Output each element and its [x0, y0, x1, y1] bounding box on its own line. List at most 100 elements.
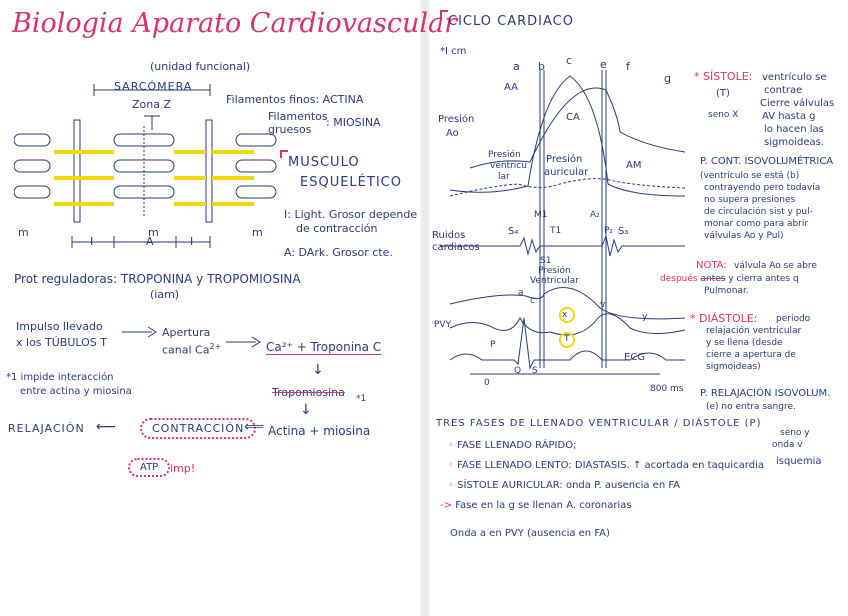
letter-b: b [538, 60, 545, 73]
fase-1: ◦ FASE LLENADO RÁPIDO; [448, 440, 577, 451]
diastole-3: y se llena (desde [706, 338, 783, 348]
ecg-label: ECG [624, 352, 646, 363]
arrow-right-icon [122, 326, 157, 338]
right-title: CICLO CARDIACO [448, 14, 574, 29]
pcont-2: contrayendo pero todavía [704, 183, 821, 193]
sistole-1: ventrículo se [762, 72, 827, 83]
s4-label: S₄ [508, 226, 519, 237]
page-fold [420, 0, 430, 616]
fase-4: -> Fase en la g se llenan A. coronarias [440, 500, 632, 511]
am-label: AM [626, 160, 642, 171]
t-highlight [559, 332, 575, 348]
presion-aur-2: auricular [544, 167, 589, 178]
thick-filament-label-1: Filamentos [268, 110, 328, 123]
axis-zero: 0 [484, 378, 490, 388]
imp-note: imp! [170, 462, 196, 475]
m-label-right: m [252, 226, 263, 239]
atrial-pressure-curve [449, 178, 686, 197]
dark-band-note: A: DArk. Grosor cte. [284, 246, 393, 259]
prelax-heading: P. RELAJACIÓN ISOVOLUM. [700, 388, 831, 399]
ecg-trace [449, 317, 685, 370]
thin-filament-label: Filamentos finos: ACTINA [226, 93, 364, 106]
fase-2: ◦ FASE LLENADO LENTO: DIASTASIS. ↑ acort… [448, 460, 764, 471]
light-band-note-1: I: Light. Grosor depende [284, 208, 418, 221]
impulse-1: Impulso llevado [16, 320, 103, 333]
x-highlight [559, 307, 575, 323]
nota-1: válvula Ao se abre [734, 261, 817, 271]
letter-e: e [600, 58, 607, 71]
presion-aur-1: Presión [546, 154, 583, 165]
letter-c: c [566, 54, 573, 67]
x-wave-label: x [562, 310, 568, 320]
ventricular-pressure-curve [449, 75, 686, 197]
fase-3: ◦ SÍSTOLE AURICULAR: onda P. ausencia en… [448, 480, 681, 491]
arrow-down-icon: ↓ [300, 402, 312, 418]
muscle-bracket [280, 150, 288, 158]
atp-badge: ATP [128, 458, 171, 477]
presion-vent-3: lar [498, 172, 510, 182]
sarcomere-diagram [14, 84, 277, 248]
letter-g: g [664, 72, 671, 85]
a-band-label: A [146, 235, 154, 248]
star-note: *1 [356, 394, 367, 404]
sistole-2: contrae [764, 85, 803, 96]
seno-y-1: seno y [780, 428, 810, 438]
sistole-4: AV hasta g [762, 111, 816, 122]
sarcomere-unit-note: (unidad funcional) [150, 60, 251, 73]
sistole-heading: * SÍSTOLE: [694, 70, 753, 83]
pcont-heading: P. CONT. ISOVOLUMÉTRICA [700, 156, 834, 167]
thick-filament-label-3: : MIOSINA [326, 116, 381, 129]
seno-y-2: onda v [772, 440, 803, 450]
pvy-label: PVY [434, 320, 452, 330]
relajacion: RELAJACIÓN [8, 422, 85, 435]
diastole-2: relajación ventricular [706, 326, 802, 336]
ca-troponin: Ca²⁺ + Troponina C [266, 340, 382, 355]
impide-2: entre actina y miosina [20, 386, 132, 397]
m1-label: M1 [534, 210, 548, 220]
tropomiosina: Tropomiosina [272, 386, 345, 399]
ca-label: CA [566, 112, 580, 123]
ventricular-volume-curve [449, 287, 686, 320]
y-wave-label: y [642, 312, 648, 322]
z-line-right [205, 119, 213, 223]
s1-label: S1 [540, 256, 552, 266]
onda-a-note: Onda a en PVY (ausencia en FA) [450, 528, 610, 539]
pcont-3: no supera presiones [704, 195, 796, 205]
arrow-left-icon: ⟵ [96, 419, 117, 435]
pvy-curve [449, 313, 686, 336]
contraccion: CONTRACCIÓN [140, 418, 257, 439]
sistole-t: (T) [716, 88, 730, 99]
impulse-2: x los TÚBULOS T [16, 336, 107, 349]
diastole-4: cierre a apertura de [706, 350, 796, 360]
presion-vent-1: Presión [488, 150, 521, 160]
thick-filament-label-2: gruesos [268, 123, 312, 136]
s-wave-label: S [532, 366, 538, 376]
right-title-bracket [440, 10, 448, 18]
s3-label: S₃ [618, 226, 629, 237]
light-band-note-2: de contracción [296, 222, 378, 235]
arrow-down-icon: ↓ [312, 362, 324, 378]
sistole-6: sigmoideas. [764, 137, 824, 148]
z-line-left [73, 119, 81, 223]
arrow-left-icon: ⟸ [244, 419, 265, 435]
pcont-6: válvulas Ao y Pul) [704, 231, 784, 241]
nota-3: Pulmonar. [704, 286, 749, 296]
muscle-title-2: ESQUELÉTICO [300, 175, 402, 190]
t1-label: T1 [550, 226, 562, 236]
actina-miosina: Actina + miosina [268, 424, 371, 438]
m-label-left: m [18, 226, 29, 239]
regulatory-proteins-2: (iam) [150, 288, 180, 301]
regulatory-proteins: Prot reguladoras: TROPONINA y TROPOMIOSI… [14, 272, 301, 286]
diastole-5: sigmoideas) [706, 362, 761, 372]
diastole-1: periodo [776, 314, 811, 324]
pv-label-1: Presión [538, 266, 571, 276]
i-band-label-2: I [190, 235, 194, 248]
aa-label: AA [504, 82, 518, 93]
muscle-title-1: MUSCULO [288, 155, 360, 170]
pv-label-2: Ventricular [530, 276, 579, 286]
v-wave-label: v [600, 300, 606, 310]
seno-x: seno X [708, 110, 739, 120]
prelax-1: (e) no entra sangre. [706, 402, 796, 412]
nota-heading: NOTA: [696, 260, 727, 271]
